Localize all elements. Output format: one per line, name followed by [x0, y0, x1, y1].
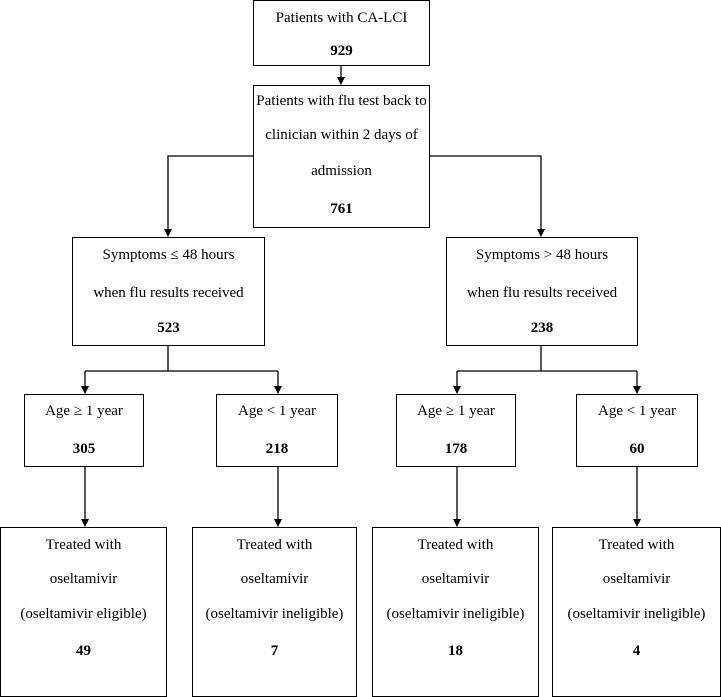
- node-count: 49: [76, 643, 91, 659]
- node-count: 60: [629, 441, 645, 457]
- node-label-line: (oseltamivir ineligible): [205, 606, 344, 622]
- node-gt48-age-ge-1-year: Age ≥ 1 year 178: [396, 394, 516, 467]
- node-treated-ineligible-age-lt1-le48: Treated with oseltamivir (oseltamivir in…: [192, 527, 357, 697]
- node-label-line: Symptoms ≤ 48 hours: [102, 247, 235, 263]
- node-flu-test-within-2-days: Patients with flu test back to clinician…: [253, 85, 430, 228]
- node-label-line: Age ≥ 1 year: [45, 403, 123, 419]
- node-label-line: (oseltamivir ineligible): [567, 606, 706, 622]
- node-count: 18: [448, 643, 463, 659]
- node-label-line: when flu results received: [466, 285, 618, 301]
- arrow-flu-test-to-sym-le48: [164, 155, 253, 237]
- node-label-line: Age < 1 year: [597, 403, 676, 419]
- node-label-line: Symptoms > 48 hours: [475, 247, 609, 263]
- node-count: 218: [265, 441, 289, 457]
- node-count: 523: [157, 320, 180, 336]
- node-label-line: clinician within 2 days of: [265, 127, 418, 143]
- node-treated-oseltamivir-eligible: Treated with oseltamivir (oseltamivir el…: [0, 527, 167, 697]
- node-treated-ineligible-age-ge1-gt48: Treated with oseltamivir (oseltamivir in…: [372, 527, 539, 697]
- node-label-line: oseltamivir: [49, 571, 118, 587]
- node-label-line: oseltamivir: [421, 571, 490, 587]
- node-count: 929: [330, 43, 353, 59]
- node-symptoms-le-48-hours: Symptoms ≤ 48 hours when flu results rec…: [72, 237, 265, 346]
- node-count: 761: [330, 201, 353, 217]
- node-label-line: when flu results received: [93, 285, 244, 301]
- node-label-line: Treated with: [45, 537, 122, 553]
- node-count: 238: [530, 320, 554, 336]
- node-le48-age-lt-1-year: Age < 1 year 218: [216, 394, 338, 467]
- node-symptoms-gt-48-hours: Symptoms > 48 hours when flu results rec…: [446, 237, 638, 346]
- node-label-line: Age ≥ 1 year: [417, 403, 495, 419]
- node-label-line: admission: [311, 163, 372, 179]
- node-gt48-age-lt-1-year: Age < 1 year 60: [576, 394, 698, 467]
- node-label-line: (oseltamivir ineligible): [386, 606, 525, 622]
- node-label-line: oseltamivir: [240, 571, 309, 587]
- node-label-line: Patients with CA-LCI: [275, 10, 408, 26]
- node-patients-ca-lci: Patients with CA-LCI 929: [253, 0, 430, 66]
- node-label-line: oseltamivir: [602, 571, 671, 587]
- node-count: 4: [632, 643, 641, 659]
- node-count: 305: [72, 441, 96, 457]
- node-label-line: Treated with: [236, 537, 313, 553]
- node-treated-ineligible-age-lt1-gt48: Treated with oseltamivir (oseltamivir in…: [552, 527, 721, 697]
- node-label-line: Treated with: [417, 537, 494, 553]
- node-label-line: (oseltamivir eligible): [20, 606, 147, 622]
- node-label-line: Age < 1 year: [237, 403, 316, 419]
- node-le48-age-ge-1-year: Age ≥ 1 year 305: [24, 394, 144, 467]
- node-count: 178: [444, 441, 468, 457]
- node-label-line: Treated with: [598, 537, 675, 553]
- node-count: 7: [270, 643, 279, 659]
- arrow-flu-test-to-sym-gt48: [430, 155, 545, 237]
- node-label-line: Patients with flu test back to: [256, 93, 427, 109]
